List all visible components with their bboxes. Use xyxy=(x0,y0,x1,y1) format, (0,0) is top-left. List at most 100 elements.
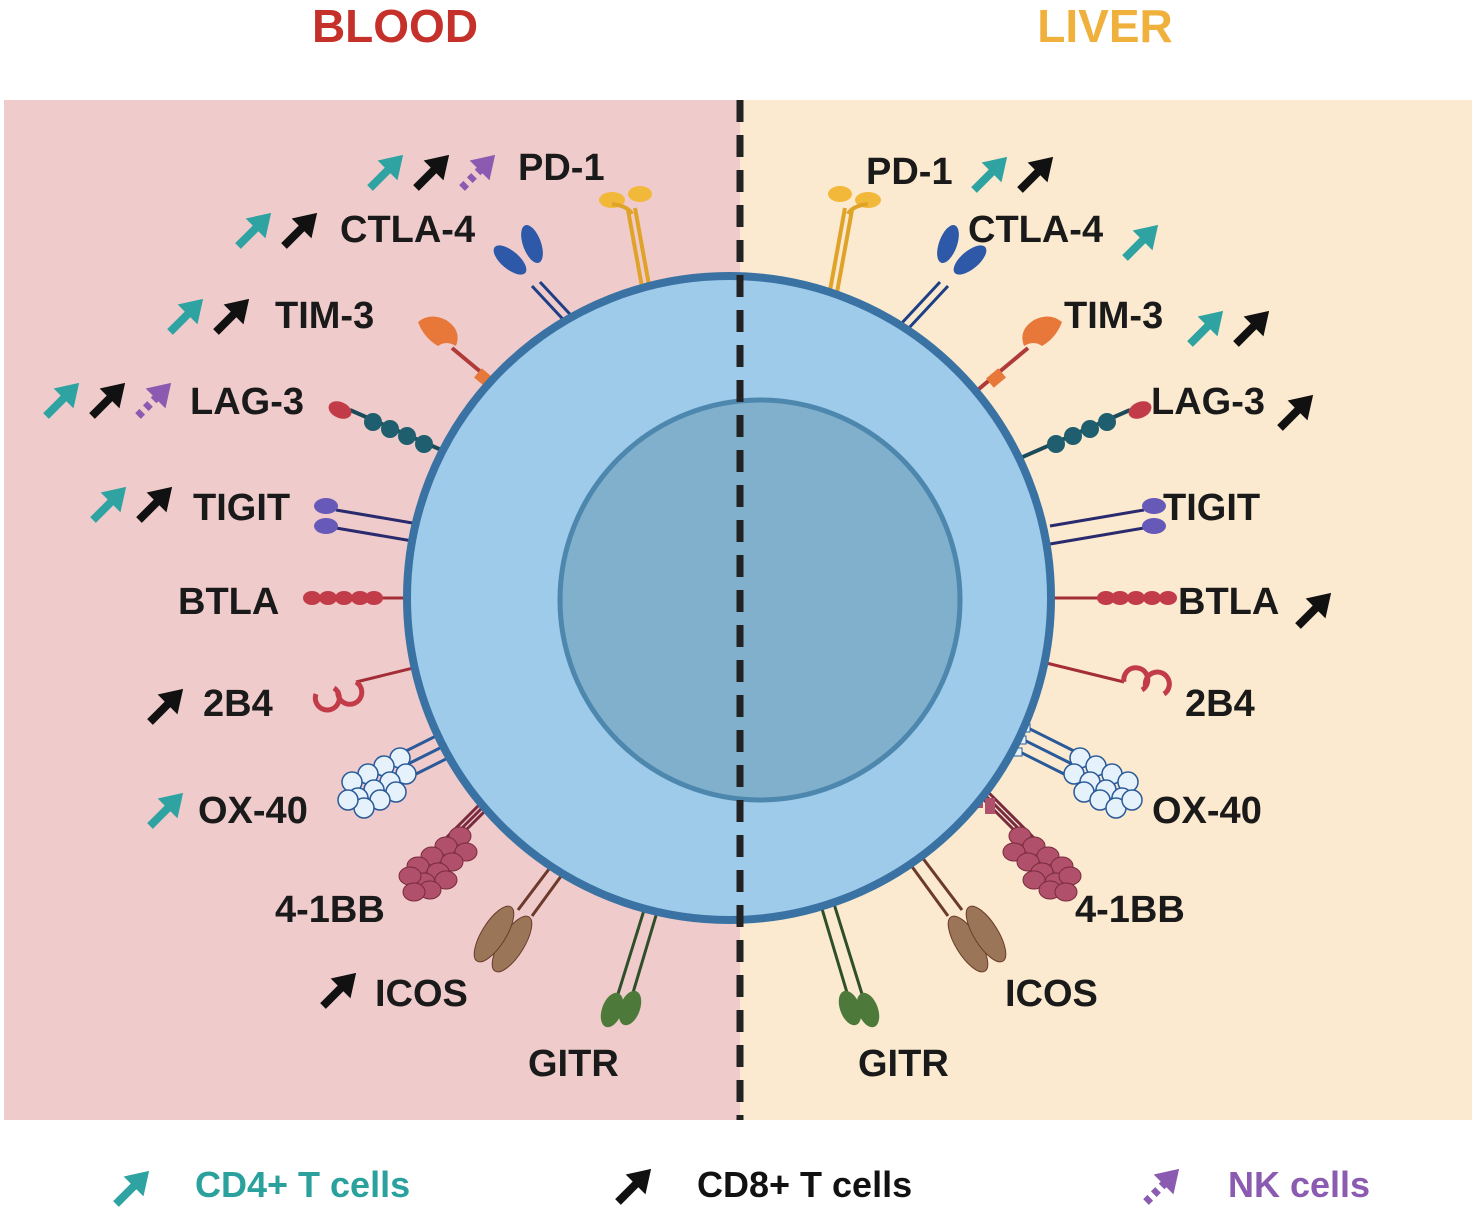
blood-receptor-pd1 xyxy=(599,186,653,299)
legend-cd4-arrow-head xyxy=(123,1170,150,1197)
blood-lag3-cd8-arrow-head xyxy=(99,382,126,409)
liver-label-gitr: GITR xyxy=(858,1043,949,1085)
liver-receptor-pd1 xyxy=(827,186,881,299)
liver-label-2b4: 2B4 xyxy=(1185,683,1255,725)
blood-tigit-cd4-arrow-head xyxy=(100,486,127,513)
liver-label-lag3: LAG-3 xyxy=(1151,381,1265,423)
legend-cd4-arrow-shaft xyxy=(113,1180,140,1207)
legend-cd8-label: CD8+ T cells xyxy=(697,1164,912,1205)
liver-receptor-lag3 xyxy=(1001,401,1152,469)
blood-pd1-cd8-arrow-shaft xyxy=(413,164,440,191)
legend-arrows xyxy=(113,1168,1180,1207)
blood-ctla4-cd8-arrow-shaft xyxy=(281,222,308,249)
blood-tim3-cd8-arrow-head xyxy=(223,298,250,325)
legend-nk-label: NK cells xyxy=(1228,1164,1370,1205)
blood-pd1-cd8-arrow-head xyxy=(423,154,450,181)
blood-label-tim3: TIM-3 xyxy=(275,295,374,337)
liver-lag3-cd8-arrow xyxy=(1277,394,1314,431)
liver-label-tim3: TIM-3 xyxy=(1064,295,1163,337)
legend-cd4-label: CD4+ T cells xyxy=(195,1164,410,1205)
blood-b2b4-cd8-arrow-shaft xyxy=(147,698,174,725)
liver-ctla4-cd4-arrow-shaft xyxy=(1122,234,1149,261)
blood-label-lag3: LAG-3 xyxy=(190,381,304,423)
blood-ctla4-cd8-arrow-head xyxy=(291,212,318,239)
blood-label-41bb: 4-1BB xyxy=(275,889,385,931)
liver-btla-cd8-arrow-shaft xyxy=(1295,602,1322,629)
blood-tim3-cd4-arrow-head xyxy=(177,298,204,325)
liver-btla-cd8-arrow-head xyxy=(1305,592,1332,619)
blood-lag3-cd8-arrow-shaft xyxy=(89,392,116,419)
blood-lag3-nk-arrow xyxy=(135,382,172,419)
liver-pd1-cd8-arrow xyxy=(1017,156,1054,193)
liver-tim3-cd8-arrow-head xyxy=(1243,310,1270,337)
blood-tim3-cd8-arrow-shaft xyxy=(213,308,240,335)
blood-b2b4-cd8-arrow xyxy=(147,688,184,725)
blood-lag3-cd4-arrow xyxy=(43,382,80,419)
blood-tigit-cd8-arrow-head xyxy=(146,486,173,513)
liver-tim3-cd8-arrow xyxy=(1233,310,1270,347)
blood-ctla4-cd4-arrow-head xyxy=(245,212,272,239)
legend-cd8-arrow xyxy=(615,1168,652,1205)
blood-tigit-cd8-arrow-shaft xyxy=(136,496,163,523)
blood-pd1-nk-arrow-head xyxy=(469,154,496,181)
blood-label-2b4: 2B4 xyxy=(203,683,273,725)
liver-btla-cd8-arrow xyxy=(1295,592,1332,629)
liver-ctla4-cd4-arrow xyxy=(1122,224,1159,261)
blood-icos-cd8-arrow xyxy=(320,972,357,1009)
blood-tim3-cd4-arrow xyxy=(167,298,204,335)
liver-tim3-cd4-arrow-shaft xyxy=(1187,320,1214,347)
blood-pd1-cd4-arrow-head xyxy=(377,154,404,181)
blood-label-ctla4: CTLA-4 xyxy=(340,209,475,251)
legend-cd8-arrow-head xyxy=(625,1168,652,1195)
liver-receptor-2b4 xyxy=(1033,658,1172,697)
liver-lag3-cd8-arrow-shaft xyxy=(1277,404,1304,431)
blood-tigit-cd4-arrow-shaft xyxy=(90,496,117,523)
blood-label-pd1: PD-1 xyxy=(518,147,605,189)
blood-ctla4-cd4-arrow-shaft xyxy=(235,222,262,249)
blood-icos-cd8-arrow-head xyxy=(330,972,357,999)
liver-receptor-41bb xyxy=(958,774,1082,902)
blood-ox40-cd4-arrow-head xyxy=(157,792,184,819)
liver-title: LIVER xyxy=(1037,0,1172,52)
blood-tim3-cd8-arrow xyxy=(213,298,250,335)
blood-label-tigit: TIGIT xyxy=(193,487,290,529)
legend-cd4-arrow xyxy=(113,1170,150,1207)
blood-ox40-cd4-arrow xyxy=(147,792,184,829)
blood-icos-cd8-arrow-shaft xyxy=(320,982,347,1009)
liver-pd1-cd8-arrow-shaft xyxy=(1017,166,1044,193)
legend-cd8-arrow-shaft xyxy=(615,1178,642,1205)
blood-label-btla: BTLA xyxy=(178,581,279,623)
blood-b2b4-cd8-arrow-head xyxy=(157,688,184,715)
blood-label-ox40: OX-40 xyxy=(198,790,308,832)
blood-pd1-nk-arrow-shaft xyxy=(459,164,486,191)
liver-ctla4-cd4-arrow-head xyxy=(1132,224,1159,251)
blood-tim3-cd4-arrow-shaft xyxy=(167,308,194,335)
liver-label-pd1: PD-1 xyxy=(866,151,953,193)
liver-label-ox40: OX-40 xyxy=(1152,790,1262,832)
arrows-layer xyxy=(43,154,1332,1009)
blood-tigit-cd4-arrow xyxy=(90,486,127,523)
blood-lag3-cd8-arrow xyxy=(89,382,126,419)
blood-ox40-cd4-arrow-shaft xyxy=(147,802,174,829)
blood-labels: PD-1 CTLA-4 TIM-3 LAG-3 TIGIT BTLA 2B4 O… xyxy=(178,147,619,1085)
blood-lag3-nk-arrow-head xyxy=(145,382,172,409)
liver-tim3-cd4-arrow xyxy=(1187,310,1224,347)
blood-ctla4-cd8-arrow xyxy=(281,212,318,249)
blood-pd1-nk-arrow xyxy=(459,154,496,191)
blood-title: BLOOD xyxy=(312,0,478,52)
liver-receptor-tigit xyxy=(1049,498,1166,546)
liver-lag3-cd8-arrow-head xyxy=(1287,394,1314,421)
blood-ctla4-cd4-arrow xyxy=(235,212,272,249)
liver-label-tigit: TIGIT xyxy=(1163,487,1260,529)
liver-pd1-cd4-arrow xyxy=(971,156,1008,193)
liver-labels: PD-1 CTLA-4 TIM-3 LAG-3 TIGIT BTLA 2B4 O… xyxy=(858,151,1279,1085)
liver-label-icos: ICOS xyxy=(1005,973,1098,1015)
legend: CD4+ T cells CD8+ T cells NK cells xyxy=(113,1164,1370,1207)
blood-label-icos: ICOS xyxy=(375,973,468,1015)
legend-nk-arrow xyxy=(1143,1168,1180,1205)
liver-receptor-btla xyxy=(1034,591,1177,605)
blood-lag3-nk-arrow-shaft xyxy=(135,392,162,419)
liver-pd1-cd4-arrow-shaft xyxy=(971,166,998,193)
